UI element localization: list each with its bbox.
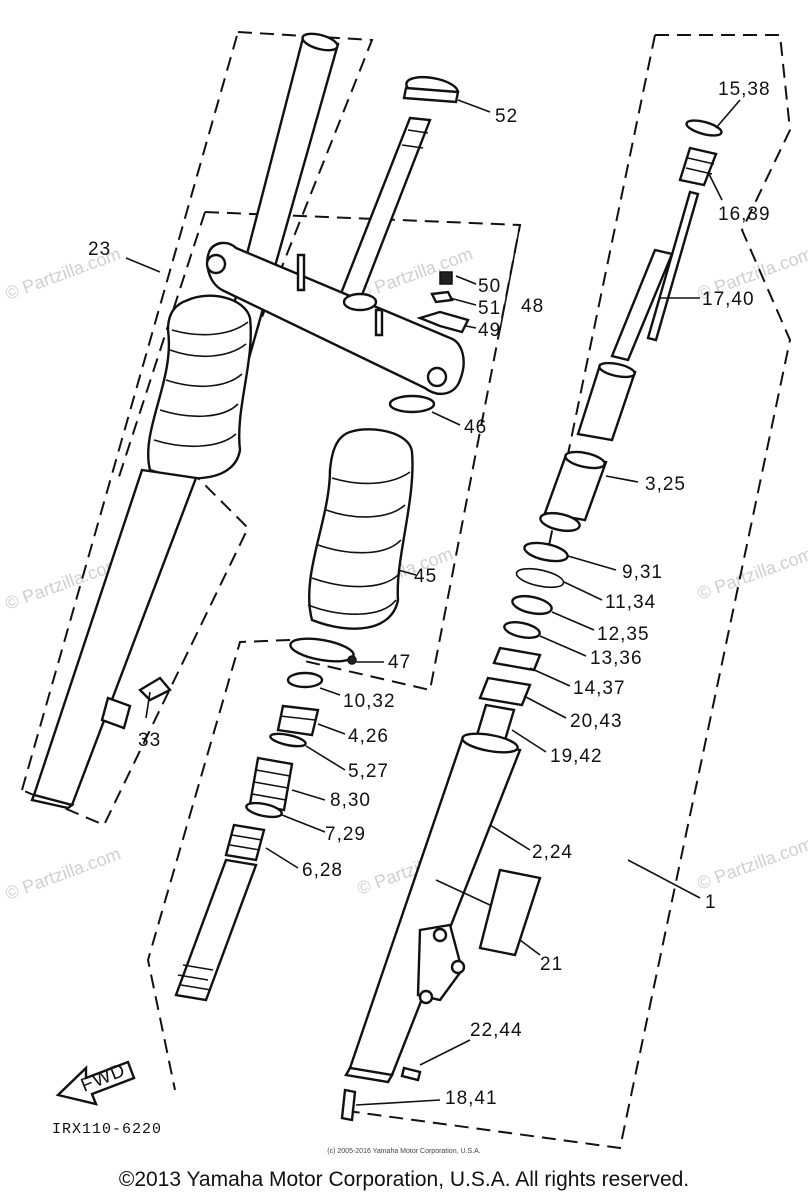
label-48: 48	[521, 296, 544, 317]
label-18-41: 18,41	[445, 1088, 498, 1109]
label-5-27: 5,27	[348, 761, 389, 782]
label-16-39: 16,39	[718, 204, 771, 225]
label-17-40: 17,40	[702, 289, 755, 310]
left-fork-assembly	[30, 32, 340, 810]
small-copyright: (c) 2005-2016 Yamaha Motor Corporation, …	[327, 1148, 481, 1155]
label-21: 21	[540, 954, 563, 975]
dashed-outlines	[21, 31, 792, 1150]
right-fork-assembly	[340, 119, 723, 1122]
center-components	[174, 428, 414, 1002]
label-45: 45	[414, 566, 437, 587]
label-23: 23	[88, 239, 111, 260]
leader-lines	[265, 99, 741, 1106]
label-19-42: 19,42	[550, 746, 603, 767]
label-7-29: 7,29	[325, 824, 366, 845]
watermark: © Partzilla.com	[3, 843, 124, 903]
label-8-30: 8,30	[330, 790, 371, 811]
label-20-43: 20,43	[570, 711, 623, 732]
watermark: © Partzilla.com	[695, 543, 808, 603]
label-3-25: 3,25	[645, 474, 686, 495]
label-2-24: 2,24	[532, 842, 573, 863]
label-50: 50	[478, 276, 501, 297]
label-13-36: 13,36	[590, 648, 643, 669]
steering-stem-assembly	[205, 75, 470, 414]
label-10-32: 10,32	[343, 691, 396, 712]
label-14-37: 14,37	[573, 678, 626, 699]
diagram-code: IRX110-6220	[52, 1121, 162, 1138]
fwd-arrow: FWD	[55, 1060, 136, 1106]
label-46: 46	[464, 417, 487, 438]
label-1: 1	[705, 892, 717, 913]
label-47: 47	[388, 652, 411, 673]
label-4-26: 4,26	[348, 726, 389, 747]
label-12-35: 12,35	[597, 624, 650, 645]
copyright-notice: ©2013 Yamaha Motor Corporation, U.S.A. A…	[118, 1168, 690, 1191]
label-9-31: 9,31	[622, 562, 663, 583]
label-33: 33	[138, 730, 161, 751]
label-15-38: 15,38	[718, 79, 771, 100]
label-51: 51	[478, 298, 501, 319]
label-11-34: 11,34	[605, 592, 656, 613]
label-49: 49	[478, 320, 501, 341]
label-52: 52	[495, 106, 518, 127]
watermark: © Partzilla.com	[695, 833, 808, 893]
fwd-label: FWD	[78, 1060, 129, 1097]
part-labels: 52 15,38 16,39 23 50 51 48 49 17,40 46 3…	[52, 79, 771, 1138]
label-22-44: 22,44	[470, 1020, 523, 1041]
label-6-28: 6,28	[302, 860, 343, 881]
